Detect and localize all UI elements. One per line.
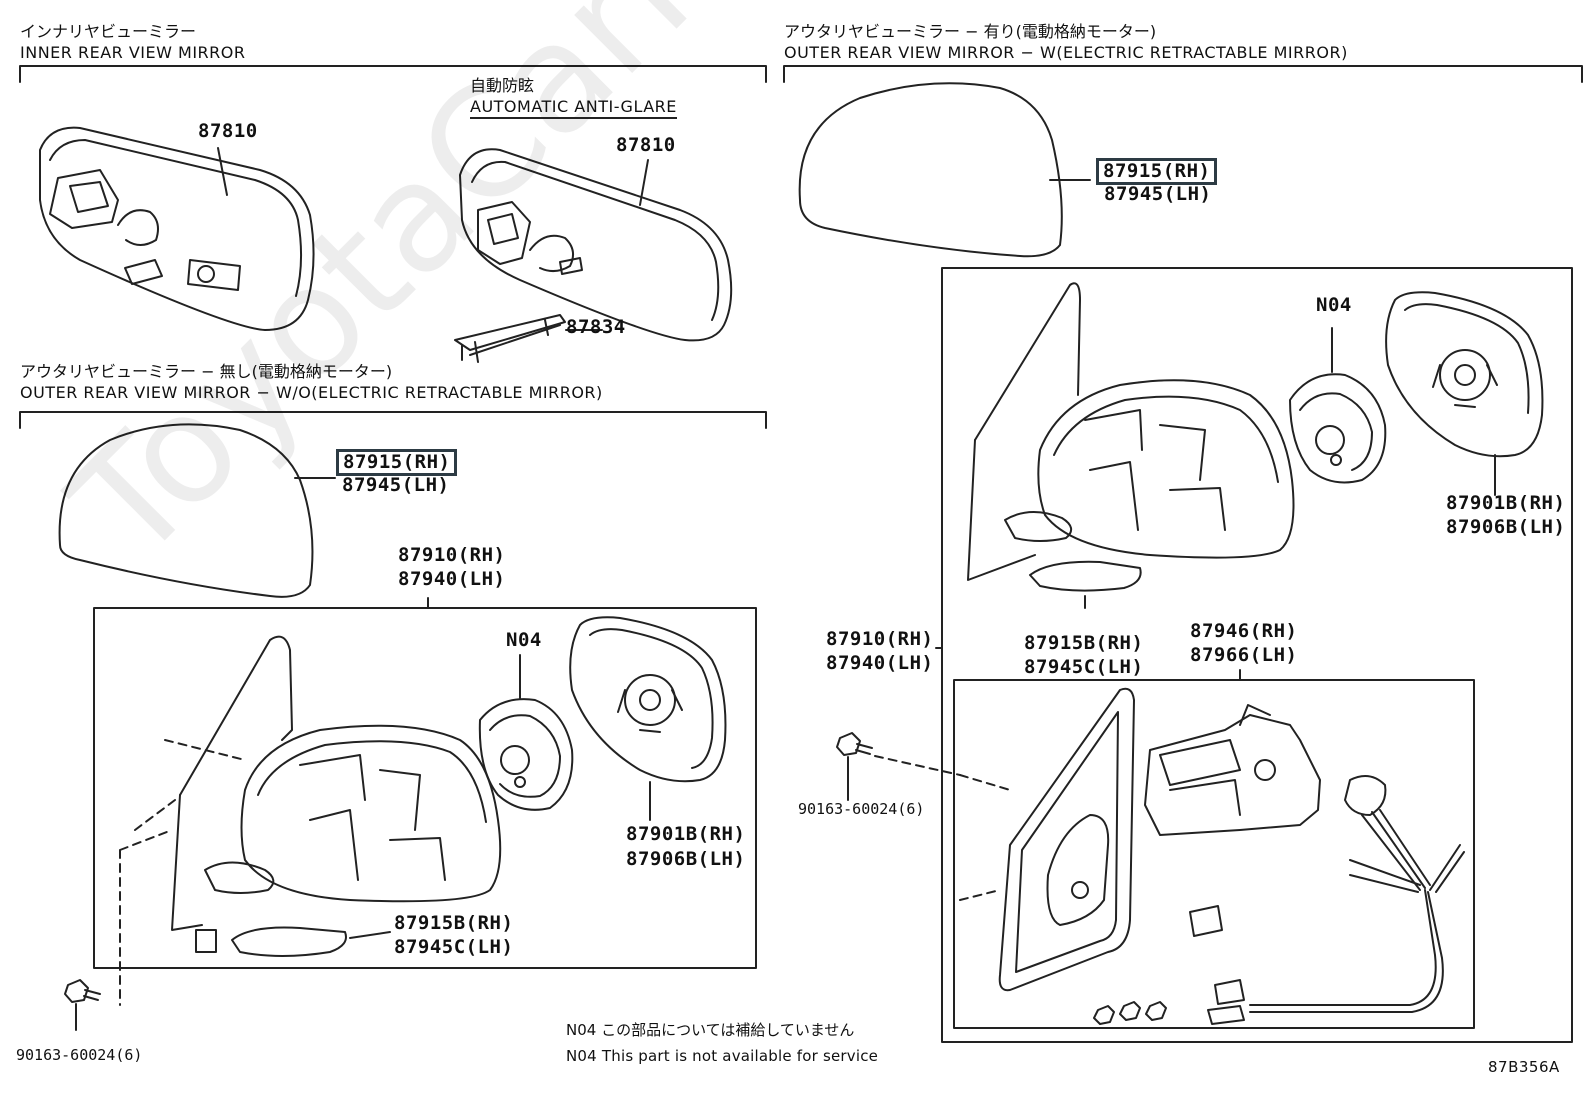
w-assembly-box — [935, 267, 1573, 1043]
part-wo-glass-rh[interactable]: 87901B(RH) — [626, 823, 746, 845]
section-outer-w-jp: アウタリヤビューミラー − 有り(電動格納モーター) — [784, 22, 1157, 41]
note-n04-en: N04 This part is not available for servi… — [566, 1047, 879, 1065]
part-w-lamp-lh[interactable]: 87945C(LH) — [1024, 656, 1144, 678]
part-wo-cover-rh[interactable]: 87915(RH) — [336, 449, 458, 476]
wo-mirror-glass — [569, 616, 727, 821]
wo-actuator — [478, 654, 574, 811]
inner-mirror-anti-glare — [454, 148, 733, 363]
section-outer-wo-jp: アウタリヤビューミラー − 無し(電動格納モーター) — [20, 362, 393, 381]
w-retract-motor — [1144, 704, 1321, 836]
part-wo-assy-rh[interactable]: 87910(RH) — [398, 544, 506, 566]
part-w-assy-lh[interactable]: 87940(LH) — [826, 652, 934, 674]
section-inner-en: INNER REAR VIEW MIRROR — [20, 43, 246, 62]
part-wo-cover-lh[interactable]: 87945(LH) — [342, 474, 450, 496]
w-mirror-cover — [798, 82, 1091, 258]
part-w-cover-rh[interactable]: 87915(RH) — [1096, 158, 1218, 185]
part-wo-glass-lh[interactable]: 87906B(LH) — [626, 848, 746, 870]
part-w-glass-rh[interactable]: 87901B(RH) — [1446, 492, 1566, 514]
anti-glare-jp: 自動防眩 — [470, 76, 535, 95]
part-w-cover-lh[interactable]: 87945(LH) — [1104, 183, 1212, 205]
part-87834[interactable]: 87834 — [566, 316, 626, 338]
w-mirror-glass — [1385, 291, 1544, 496]
part-wo-lamp-rh[interactable]: 87915B(RH) — [394, 912, 514, 934]
figure-code: 87B356A — [1488, 1058, 1560, 1076]
wo-assembly-box — [93, 597, 757, 969]
w-mirror-frame — [959, 687, 1135, 992]
wo-mirror-body — [119, 635, 502, 1006]
part-87810-standard[interactable]: 87810 — [198, 120, 258, 142]
inner-mirror-standard — [39, 126, 315, 331]
w-wire-harness — [1189, 775, 1465, 1025]
part-w-lamp-rh[interactable]: 87915B(RH) — [1024, 632, 1144, 654]
w-bolt — [836, 732, 961, 801]
part-wo-assy-lh[interactable]: 87940(LH) — [398, 568, 506, 590]
part-w-motor-rh[interactable]: 87946(RH) — [1190, 620, 1298, 642]
note-n04-jp: N04 この部品については補給していません — [566, 1021, 855, 1039]
section-inner-jp: インナリヤビューミラー — [20, 22, 197, 41]
section-outer-w-en: OUTER REAR VIEW MIRROR − W(ELECTRIC RETR… — [784, 43, 1348, 62]
part-w-bolt[interactable]: 90163-60024(6) — [798, 800, 925, 818]
w-actuator — [1289, 327, 1387, 484]
part-wo-bolt[interactable]: 90163-60024(6) — [16, 1046, 143, 1064]
part-w-n04[interactable]: N04 — [1316, 294, 1352, 316]
w-screws — [1093, 1001, 1167, 1025]
part-87810-anti-glare[interactable]: 87810 — [616, 134, 676, 156]
section-outer-wo-en: OUTER REAR VIEW MIRROR − W/O(ELECTRIC RE… — [20, 383, 603, 402]
wo-mirror-cover — [58, 423, 336, 598]
part-w-glass-lh[interactable]: 87906B(LH) — [1446, 516, 1566, 538]
wo-bolt — [64, 979, 101, 1031]
part-w-assy-rh[interactable]: 87910(RH) — [826, 628, 934, 650]
part-w-motor-lh[interactable]: 87966(LH) — [1190, 644, 1298, 666]
part-wo-n04[interactable]: N04 — [506, 629, 542, 651]
w-mirror-body — [967, 282, 1295, 609]
anti-glare-en: AUTOMATIC ANTI-GLARE — [470, 99, 677, 119]
section-brackets — [19, 65, 1583, 429]
w-motor-box — [953, 669, 1475, 1029]
part-wo-lamp-lh[interactable]: 87945C(LH) — [394, 936, 514, 958]
